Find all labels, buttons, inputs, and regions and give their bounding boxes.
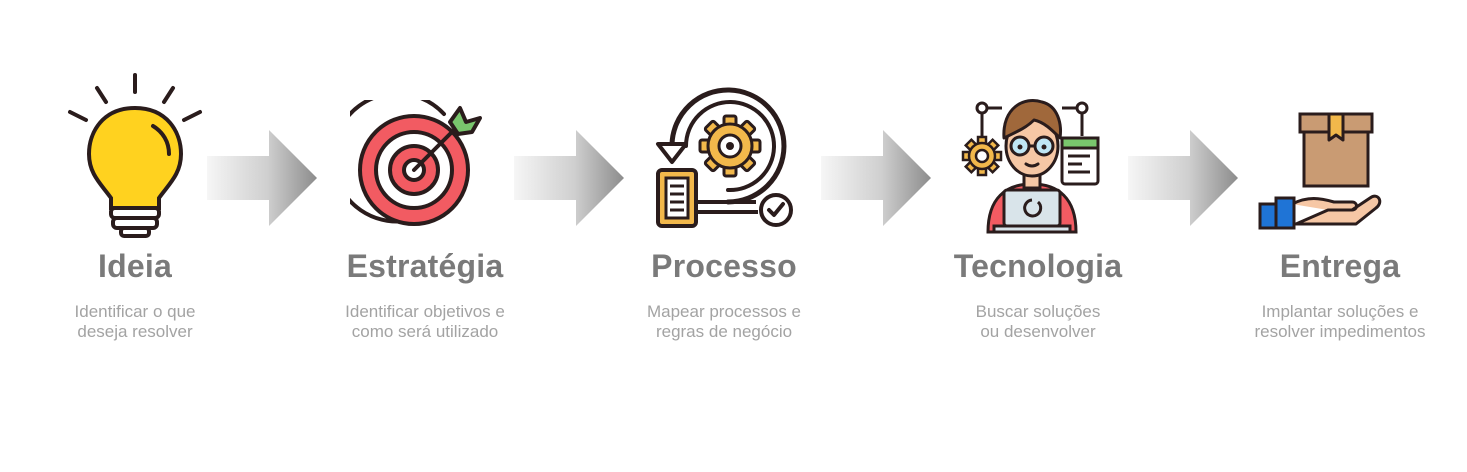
description-line: regras de negócio <box>655 322 793 341</box>
arrow-right-icon <box>1128 130 1238 226</box>
step-title: Entrega <box>1279 248 1401 284</box>
description-line: como será utilizado <box>351 322 499 341</box>
description-line: Buscar soluções <box>975 302 1101 321</box>
arrow-right-icon <box>514 130 624 226</box>
process-cycle-icon <box>656 87 793 228</box>
package-delivery-icon <box>1258 112 1382 230</box>
step-description: Identificar o que deseja resolver <box>15 302 255 342</box>
description-line: Mapear processos e <box>646 302 802 321</box>
description-line: Identificar objetivos e <box>345 302 505 321</box>
description-line: deseja resolver <box>77 322 193 341</box>
developer-icon <box>961 99 1100 234</box>
arrow-right-icon <box>207 130 317 226</box>
target-icon <box>350 100 482 226</box>
lightbulb-icon <box>68 73 202 238</box>
arrow-right-icon <box>821 130 931 226</box>
step-description: Buscar soluções ou desenvolver <box>918 302 1158 342</box>
step-title: Ideia <box>98 248 172 284</box>
description-line: ou desenvolver <box>980 322 1096 341</box>
step-description: Mapear processos e regras de negócio <box>604 302 844 342</box>
step-description: Implantar soluções e resolver impediment… <box>1220 302 1460 342</box>
description-line: resolver impedimentos <box>1254 322 1426 341</box>
description-line: Implantar soluções e <box>1261 302 1419 321</box>
step-title: Tecnologia <box>953 248 1123 284</box>
step-title: Processo <box>651 248 797 284</box>
description-line: Identificar o que <box>74 302 196 321</box>
step-title: Estratégia <box>346 248 504 284</box>
step-description: Identificar objetivos e como será utiliz… <box>305 302 545 342</box>
